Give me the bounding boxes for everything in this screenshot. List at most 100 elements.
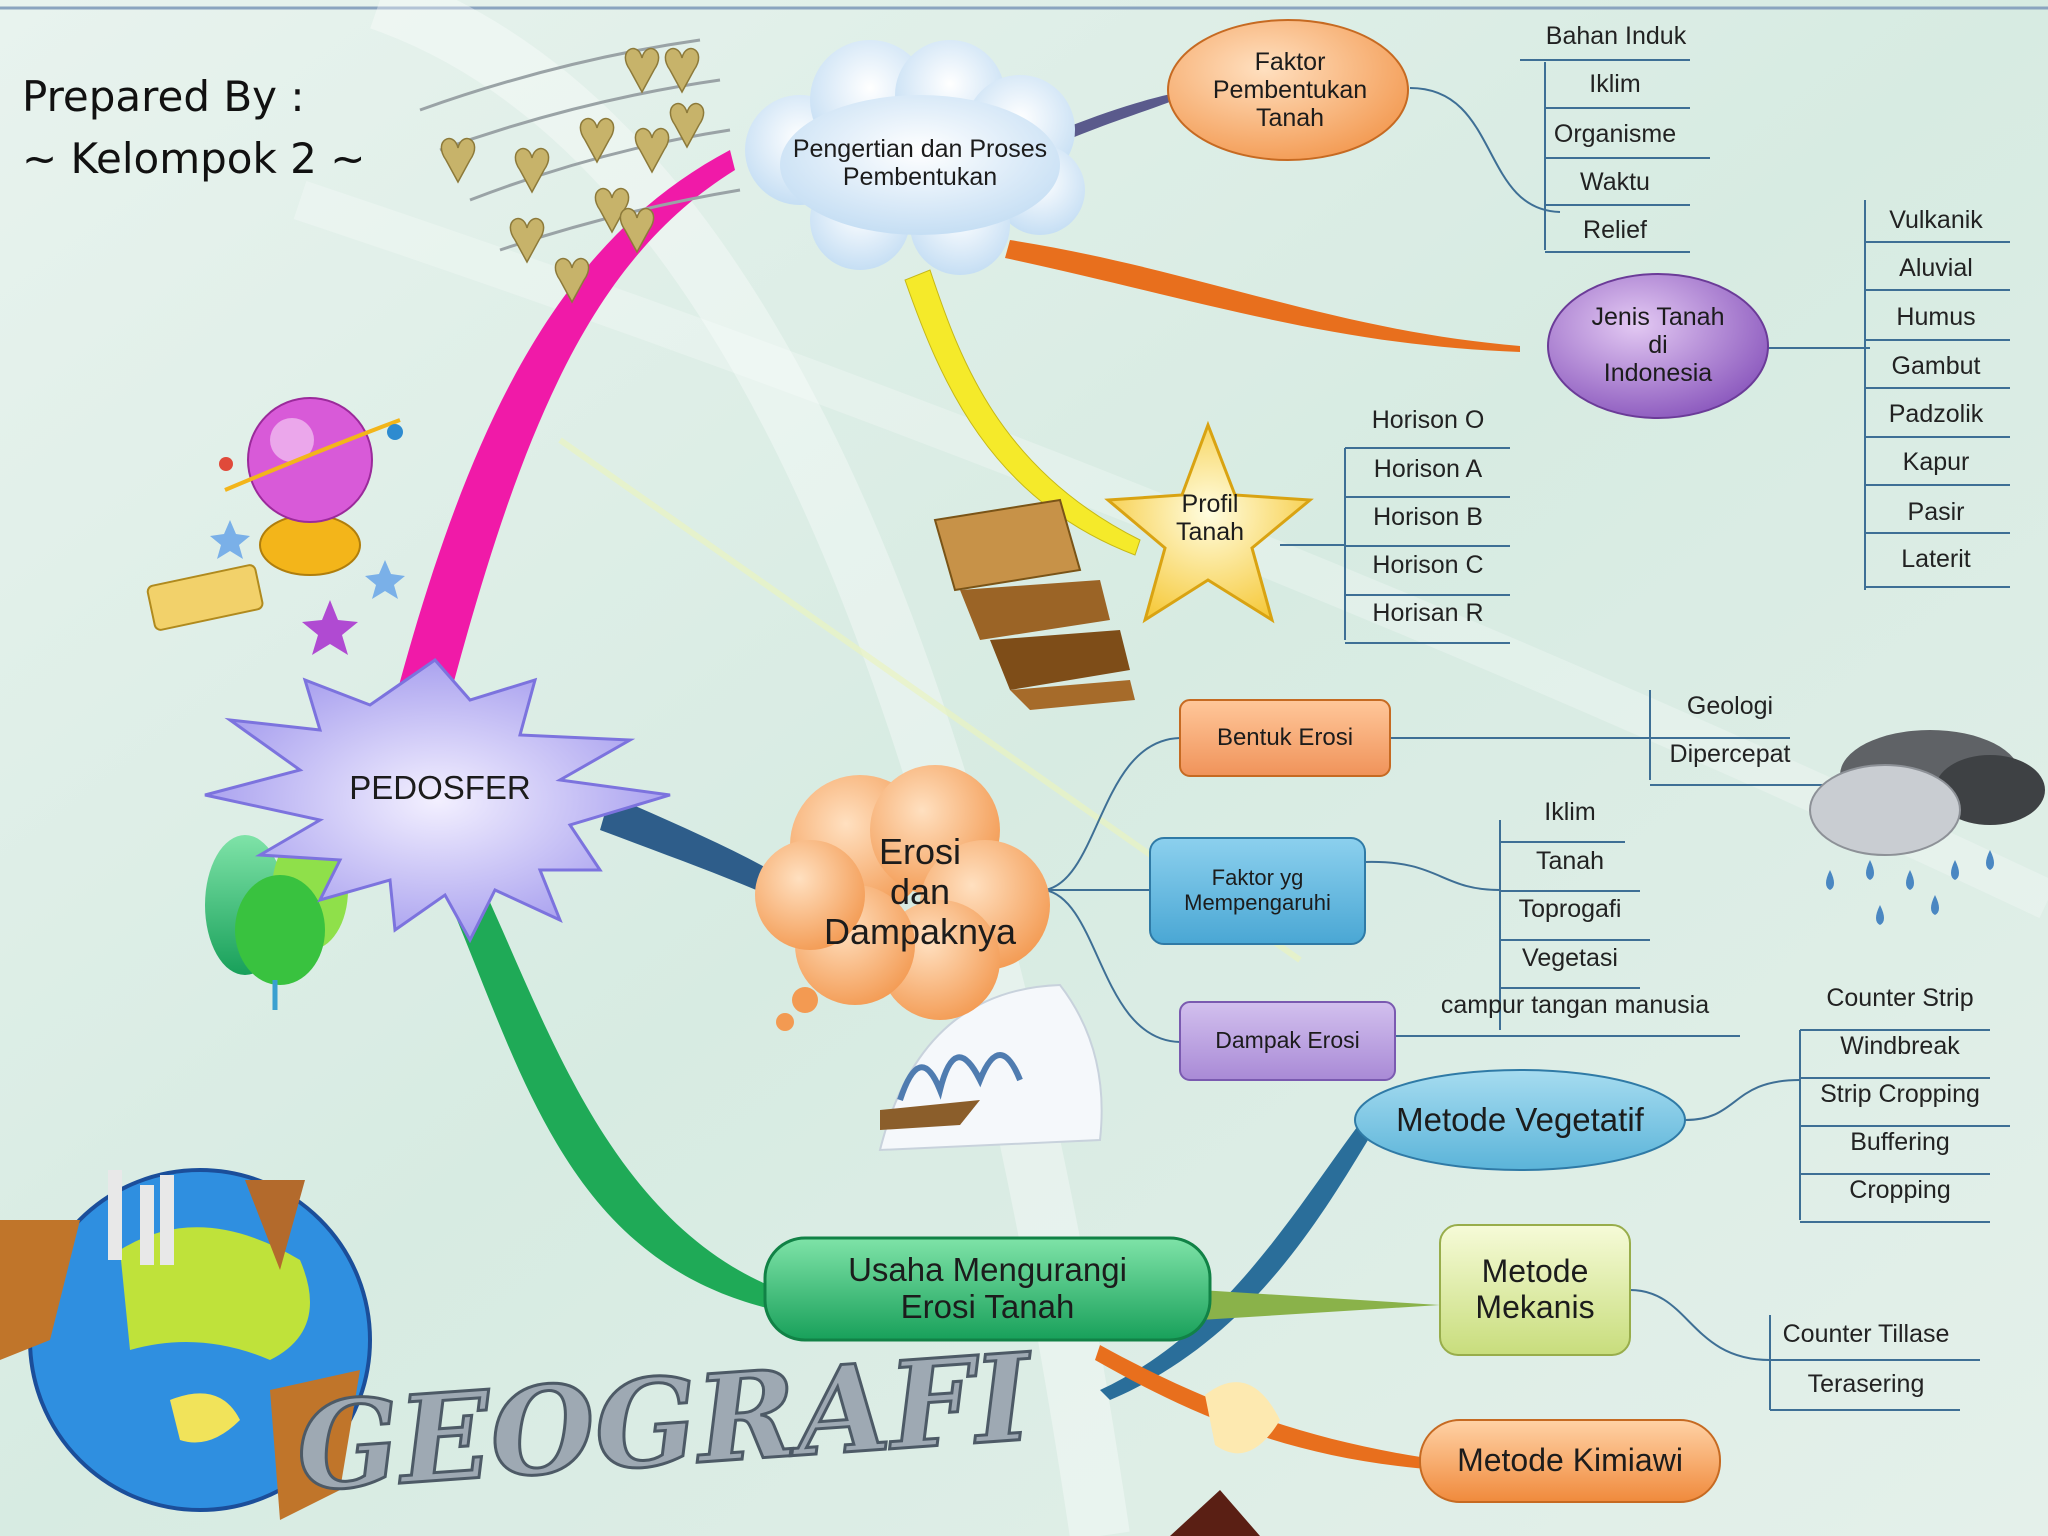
vegetatif-item-strip-cropping: Strip Cropping: [1820, 1080, 1980, 1108]
metode-vegetatif-shape: [1354, 1069, 1686, 1171]
faktor-item-waktu: Waktu: [1580, 168, 1650, 196]
branch-faktor: [1060, 92, 1180, 142]
faktor-pembentukan-node-shape: [1167, 19, 1409, 161]
profil-label-1: Profil: [1181, 490, 1239, 518]
profil-tanah-star: [1104, 420, 1314, 624]
faktor-pembentukan-label-2: Pembentukan: [1212, 76, 1368, 104]
erosi-label-1: Erosi: [878, 830, 962, 872]
faktor-pembentukan-label-1: Faktor: [1254, 48, 1326, 76]
branch-orange: [1005, 240, 1520, 352]
jenis-tanah-label-2: di: [1648, 331, 1668, 359]
crystal-ball-icon: [146, 397, 405, 655]
vegetatif-item-counter-strip: Counter Strip: [1826, 984, 1974, 1012]
faktor-item-iklim: Iklim: [1589, 70, 1641, 98]
globe-icon: [0, 1168, 372, 1520]
pengertian-label-2: Pembentukan: [842, 163, 998, 191]
soil-layers-icon: [933, 498, 1135, 710]
pedosfer-burst: [204, 658, 671, 944]
jenis-tanah-label-1: Jenis Tanah: [1591, 303, 1725, 331]
dampak-erosi-node[interactable]: Dampak Erosi: [1180, 1002, 1395, 1080]
faktor-mempengaruhi-box: [1149, 837, 1366, 945]
metode-mekanis-box: [1439, 1224, 1631, 1356]
connectors: [1044, 62, 1870, 1410]
profil-tanah-node[interactable]: Profil Tanah: [1140, 486, 1280, 550]
jenis-item-aluvial: Aluvial: [1899, 254, 1973, 282]
metode-mekanis-label-1: Metode: [1481, 1253, 1589, 1290]
dampak-erosi-box: [1179, 1001, 1396, 1081]
volcano-icon: [1170, 1382, 1280, 1536]
branch-yellow: [904, 269, 1141, 556]
jenis-item-laterit: Laterit: [1901, 545, 1971, 573]
faktor-erosi-item-toprogafi: Toprogafi: [1518, 895, 1622, 923]
jenis-item-humus: Humus: [1896, 303, 1976, 331]
erosi-label-2: dan: [889, 870, 951, 912]
metode-mekanis-node[interactable]: Metode Mekanis: [1440, 1225, 1630, 1355]
usaha-mengurangi-node[interactable]: Usaha Mengurangi Erosi Tanah: [765, 1238, 1210, 1340]
profil-item-horisan-r: Horisan R: [1372, 599, 1484, 627]
credit-group: ~ Kelompok 2 ~: [22, 134, 366, 183]
pengertian-node[interactable]: Pengertian dan Proses Pembentukan: [740, 128, 1100, 198]
branch-mekanis: [1200, 1290, 1440, 1320]
branch-pink: [395, 150, 735, 715]
branch-vegetatif: [1100, 1110, 1380, 1400]
faktor-erosi-item-campur-tangan: campur tangan manusia: [1440, 991, 1710, 1019]
faktor-pembentukan-label-3: Tanah: [1255, 104, 1325, 132]
faktor-item-organisme: Organisme: [1553, 120, 1677, 148]
credit-prepared-by: Prepared By :: [22, 72, 305, 121]
dampak-erosi-label: Dampak Erosi: [1215, 1027, 1360, 1054]
faktor-erosi-item-vegetasi: Vegetasi: [1522, 944, 1618, 972]
metode-vegetatif-node[interactable]: Metode Vegetatif: [1355, 1070, 1685, 1170]
faktor-item-bahan-induk: Bahan Induk: [1545, 22, 1687, 50]
usaha-label-1: Usaha Mengurangi: [848, 1251, 1127, 1289]
profil-label-2: Tanah: [1175, 518, 1245, 546]
jenis-tanah-label-3: Indonesia: [1603, 359, 1713, 387]
usaha-label-2: Erosi Tanah: [900, 1288, 1075, 1325]
vegetatif-item-cropping: Cropping: [1849, 1176, 1951, 1204]
faktor-erosi-item-iklim: Iklim: [1544, 798, 1596, 826]
bentuk-item-dipercepat: Dipercepat: [1669, 740, 1791, 768]
erosion-wave-icon: [878, 983, 1103, 1152]
mekanis-item-counter-tillase: Counter Tillase: [1782, 1320, 1950, 1348]
faktor-mempengaruhi-label-1: Faktor yg: [1211, 865, 1304, 891]
metode-kimiawi-label: Metode Kimiawi: [1457, 1442, 1683, 1479]
vegetatif-item-buffering: Buffering: [1850, 1128, 1950, 1156]
faktor-item-relief: Relief: [1583, 216, 1647, 244]
pengertian-cloud: [745, 40, 1085, 275]
jenis-tanah-node-shape: [1547, 273, 1769, 419]
faktor-mempengaruhi-node[interactable]: Faktor yg Mempengaruhi: [1150, 838, 1365, 944]
metode-kimiawi-box: [1419, 1419, 1721, 1503]
erosi-node[interactable]: Erosi dan Dampaknya: [800, 822, 1040, 962]
leaf-underlines: [1345, 59, 2010, 1411]
bentuk-erosi-label: Bentuk Erosi: [1216, 723, 1354, 751]
jenis-item-vulkanik: Vulkanik: [1889, 206, 1983, 234]
jenis-tanah-node[interactable]: Jenis Tanah di Indonesia: [1548, 292, 1768, 398]
mekanis-item-terasering: Terasering: [1807, 1370, 1925, 1398]
bentuk-erosi-node[interactable]: Bentuk Erosi: [1180, 700, 1390, 776]
jenis-item-gambut: Gambut: [1891, 352, 1981, 380]
usaha-mengurangi-box: [763, 1236, 1212, 1342]
erosi-label-3: Dampaknya: [823, 911, 1017, 953]
leaves-illustration: [419, 38, 741, 304]
profil-item-horison-a: Horison A: [1373, 455, 1483, 483]
profil-item-horison-b: Horison B: [1373, 503, 1483, 531]
faktor-mempengaruhi-label-2: Mempengaruhi: [1184, 890, 1331, 915]
pedosfer-node[interactable]: PEDOSFER: [320, 768, 560, 808]
bentuk-item-geologi: Geologi: [1686, 692, 1774, 720]
metode-mekanis-label-2: Mekanis: [1475, 1289, 1595, 1325]
jenis-item-padzolik: Padzolik: [1888, 400, 1984, 428]
metode-vegetatif-label: Metode Vegetatif: [1396, 1100, 1644, 1138]
faktor-erosi-item-tanah: Tanah: [1535, 847, 1605, 875]
metode-kimiawi-node[interactable]: Metode Kimiawi: [1420, 1420, 1720, 1502]
branch-kimiawi: [1095, 1345, 1440, 1470]
profil-item-horison-o: Horison O: [1371, 406, 1485, 434]
jenis-item-pasir: Pasir: [1907, 498, 1965, 526]
jenis-item-kapur: Kapur: [1902, 448, 1970, 476]
faktor-pembentukan-node[interactable]: Faktor Pembentukan Tanah: [1170, 38, 1410, 142]
bentuk-erosi-box: [1179, 699, 1391, 777]
erosi-cloud: [755, 765, 1050, 1031]
pengertian-label-1: Pengertian dan Proses: [792, 135, 1048, 163]
pedosfer-label: PEDOSFER: [349, 768, 531, 806]
vegetatif-item-windbreak: Windbreak: [1840, 1032, 1960, 1060]
rain-cloud-icon: [1809, 730, 2045, 925]
